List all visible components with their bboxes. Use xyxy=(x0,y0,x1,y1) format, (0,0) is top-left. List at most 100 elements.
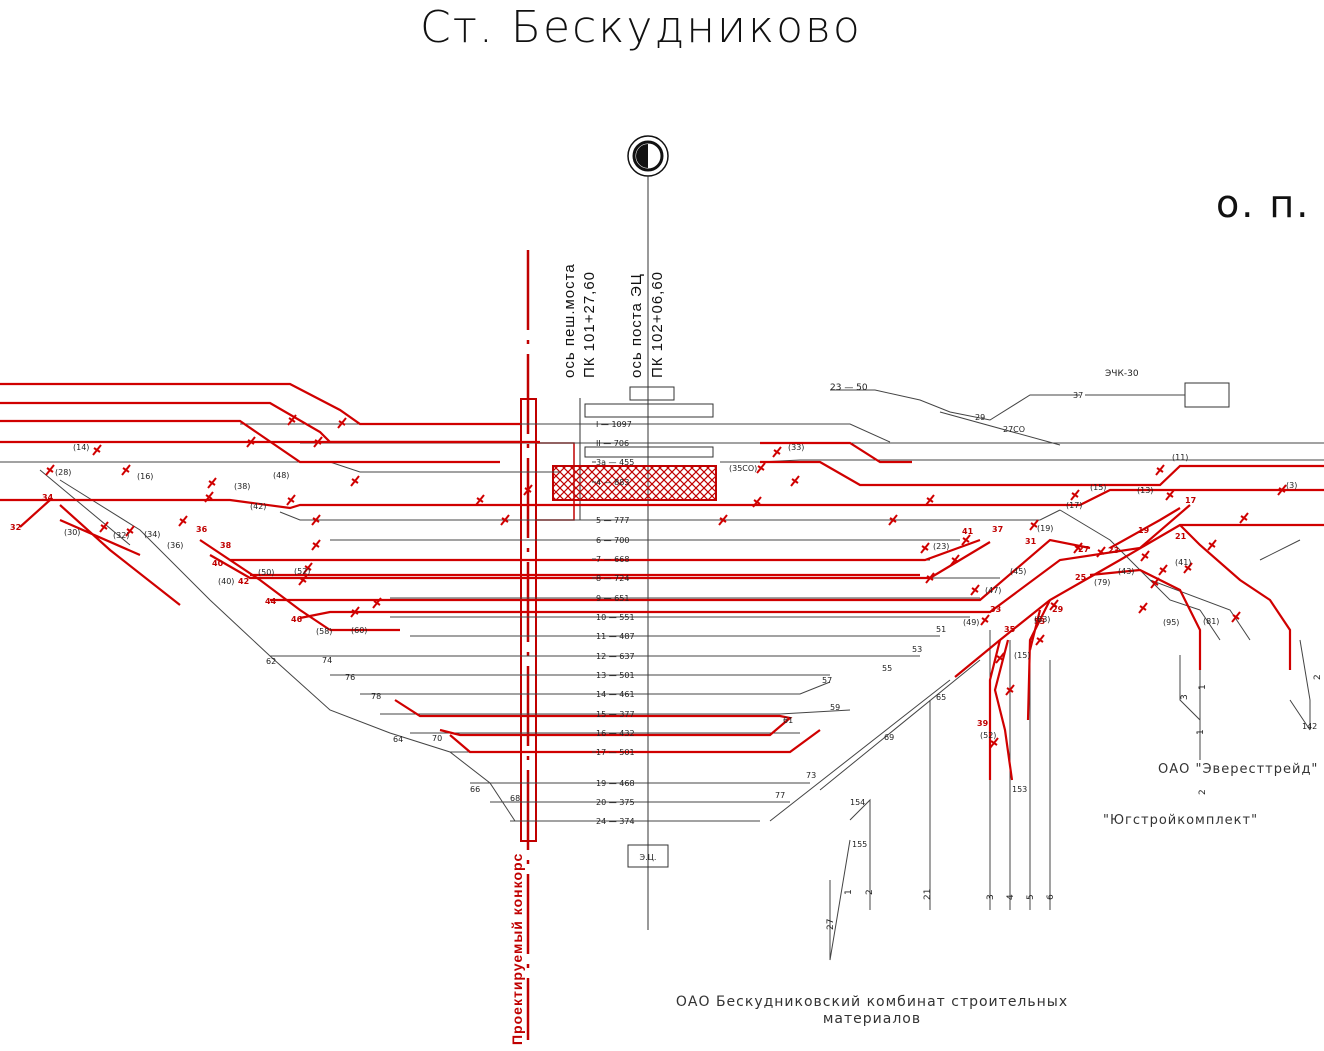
switch-number-old: (15) xyxy=(1014,651,1030,660)
track-label: I — 1097 xyxy=(596,420,632,429)
track-23-label: 23 — 50 xyxy=(830,383,868,393)
track-label: 13 — 501 xyxy=(596,671,635,680)
track-label: 15 — 377 xyxy=(596,710,635,719)
track-label: 6 — 700 xyxy=(596,536,629,545)
switch-number-old: (48) xyxy=(273,471,289,480)
switch-number-old: (36) xyxy=(167,541,183,550)
track-label: 9 — 651 xyxy=(596,594,629,603)
switch-number: 155 xyxy=(852,840,867,849)
switch-number: 153 xyxy=(1012,785,1027,794)
switch-number: 70 xyxy=(432,734,442,743)
track-label: II — 706 xyxy=(596,439,629,448)
switch-number-new: 25 xyxy=(1075,573,1087,582)
track-label: 24 — 374 xyxy=(596,817,635,826)
switch-number-old: (16) xyxy=(137,472,153,481)
ec-box-label: Э.Ц. xyxy=(640,853,657,862)
switch-number-old: (19) xyxy=(1037,524,1053,533)
siding-27co-label: 27СО xyxy=(1003,425,1025,434)
new-platform xyxy=(552,465,717,501)
switch-number-old: (15) xyxy=(1090,483,1106,492)
switch-number-new: 17 xyxy=(1185,496,1196,505)
track-label: 19 — 468 xyxy=(596,779,635,788)
switch-number: 61 xyxy=(783,716,793,725)
switch-number-old: (30) xyxy=(64,528,80,537)
switch-number-new: 40 xyxy=(212,559,224,568)
branch-number: 5 xyxy=(1026,894,1036,900)
switch-number-old: (49) xyxy=(963,618,979,627)
new-tracks xyxy=(0,382,1324,781)
switch-number-new: 29 xyxy=(1052,605,1064,614)
branch-number: 21 xyxy=(923,889,933,900)
echk-label: ЭЧК-30 xyxy=(1105,369,1139,379)
switch-number-new: 53 xyxy=(1034,617,1045,626)
switch-number-old: (43) xyxy=(1118,567,1134,576)
switch-number-new: 32 xyxy=(10,523,21,532)
switch-number-new: 38 xyxy=(220,541,232,550)
switch-number-old: (58) xyxy=(316,627,332,636)
switch-number-old: (60) xyxy=(351,626,367,635)
switch-number-new: 46 xyxy=(291,615,303,624)
concourse-label: Проектируемый конкорс xyxy=(509,853,525,1045)
track-label: 12 — 637 xyxy=(596,652,635,661)
company-yugstroy: "Югстройкомплект" xyxy=(1103,813,1259,828)
track-label: 14 — 461 xyxy=(596,690,635,699)
switch-number-old: (41) xyxy=(1175,558,1191,567)
switch-number: 65 xyxy=(936,693,946,702)
switch-number-old: (52) xyxy=(980,731,996,740)
switch-number: 142 xyxy=(1302,722,1317,731)
track-label: 20 — 375 xyxy=(596,798,635,807)
switch-number-old: (17) xyxy=(1066,501,1082,510)
switch-number-new: 42 xyxy=(238,577,249,586)
platform-1 xyxy=(584,403,714,418)
post-axis-line2: ПК 102+06,60 xyxy=(649,271,666,378)
switch-number-new: 44 xyxy=(265,597,277,606)
switch-number-old: (34) xyxy=(144,530,160,539)
branch-number: 27 xyxy=(826,919,836,930)
switch-number-new: 33 xyxy=(990,605,1001,614)
company-kombinat: ОАО Бескудниковский комбинат строительны… xyxy=(675,994,1069,1027)
switch-number-old: (95) xyxy=(1163,618,1179,627)
post-axis-line1: ось поста ЭЦ xyxy=(628,273,645,378)
branch-number: 2 xyxy=(1313,674,1323,680)
track-label: 17 — 501 xyxy=(596,748,635,757)
switch-number: 73 xyxy=(806,771,816,780)
switch-number-old: (13) xyxy=(1137,486,1153,495)
track-label: 4 — 883 xyxy=(596,478,629,487)
switch-marks xyxy=(45,414,1287,749)
switch-number: 59 xyxy=(830,703,840,712)
switch-number: 64 xyxy=(393,735,403,744)
switch-number: 68 xyxy=(510,794,520,803)
stop-title: о. п. xyxy=(1216,182,1311,226)
switch-number: 66 xyxy=(470,785,480,794)
switch-number: 69 xyxy=(884,733,894,742)
switch-number-old: (42) xyxy=(250,502,266,511)
switch-number-old: (79) xyxy=(1094,578,1110,587)
switch-number: 77 xyxy=(775,791,785,800)
switch-number-old: (3) xyxy=(1286,481,1297,490)
bridge-axis-line2: ПК 101+27,60 xyxy=(581,271,598,378)
switch-number-old: (38) xyxy=(234,482,250,491)
track-label: 10 — 551 xyxy=(596,613,635,622)
track-label: 3a — 455 xyxy=(596,458,634,467)
echk-building xyxy=(1184,382,1230,408)
switch-number-new: 23 xyxy=(1108,546,1119,555)
switch-number-old: (63) xyxy=(1034,615,1050,624)
switch-number: 53 xyxy=(912,645,922,654)
branch-number: 2 xyxy=(865,889,875,895)
siding-29-label: 29 xyxy=(975,413,985,422)
north-sign-icon xyxy=(627,135,669,177)
track-label: 11 — 487 xyxy=(596,632,635,641)
track-label: 16 — 432 xyxy=(596,729,635,738)
platform-2 xyxy=(584,446,714,458)
switch-number: 154 xyxy=(850,798,865,807)
switch-number-new: 37 xyxy=(992,525,1003,534)
branch-number: 3 xyxy=(986,894,996,900)
company-everest: ОАО "Эвересттрейд" xyxy=(1158,762,1319,777)
ec-box xyxy=(627,844,669,868)
switch-number-new: 39 xyxy=(977,719,989,728)
branch-number: 1 xyxy=(1196,729,1206,735)
branch-number: 6 xyxy=(1046,894,1056,900)
switch-number-old: (40) xyxy=(218,577,234,586)
switch-number-old: (52) xyxy=(294,567,310,576)
